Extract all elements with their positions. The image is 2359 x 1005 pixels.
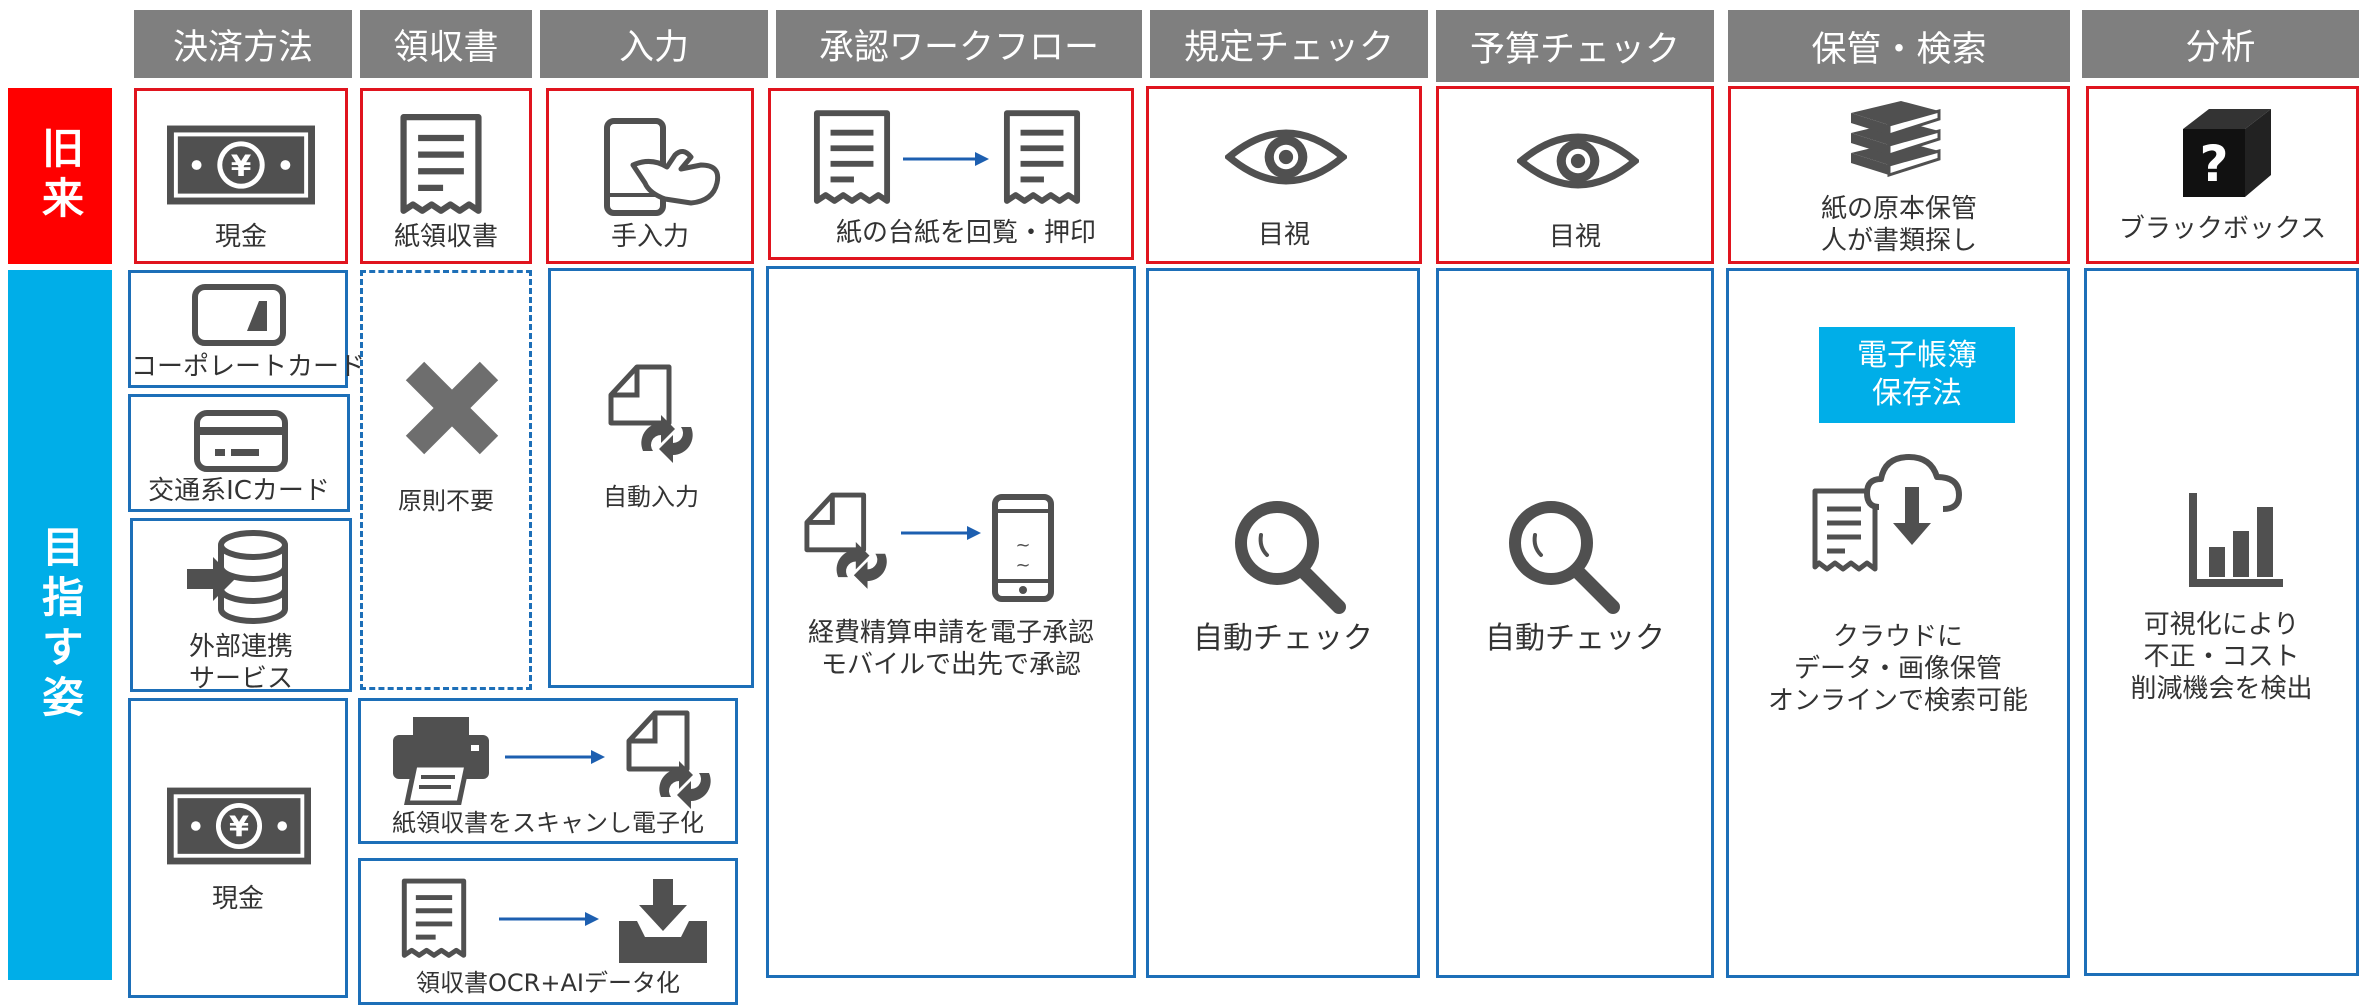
- old-storage-label-1: 紙の原本保管: [1820, 194, 1977, 224]
- receipt-cloud-icon: [1812, 454, 1962, 572]
- target-storage-label-1: クラウドに: [1832, 622, 1963, 652]
- printer-icon: [393, 717, 489, 805]
- old-storage-label-2: 人が書類探し: [1820, 226, 1977, 256]
- bar-chart-icon: [2189, 493, 2283, 587]
- eye-icon: [1225, 121, 1347, 193]
- target-scan-cell: 紙領収書をスキャンし電子化: [358, 698, 738, 844]
- header-payment: 決済方法: [134, 10, 352, 78]
- svg-text:?: ?: [2199, 135, 2228, 193]
- row-label-old: 旧来: [8, 88, 112, 264]
- receipt-icon: [399, 113, 483, 217]
- target-ocr-label: 領収書OCR+AIデータ化: [416, 969, 680, 997]
- cross-icon: [405, 361, 499, 455]
- target-workflow-cell: ~ ~ 経費精算申請を電子承認 モバイルで出先で承認: [766, 266, 1136, 978]
- document-sync-icon: [607, 363, 697, 463]
- receipt-icon: [1003, 109, 1081, 207]
- target-cash-label: 現金: [211, 884, 264, 914]
- header-workflow: 承認ワークフロー: [776, 10, 1142, 78]
- target-ic-card-label: 交通系ICカード: [148, 476, 330, 506]
- header-receipt: 領収書: [360, 10, 532, 78]
- target-cash-cell: 現金: [128, 698, 348, 998]
- svg-text:~: ~: [1015, 555, 1030, 576]
- target-input-cell: 自動入力: [548, 268, 754, 688]
- old-workflow-cell: 紙の台紙を回覧・押印: [768, 88, 1134, 260]
- card-icon: [192, 284, 286, 346]
- row-label-target: 目指す姿: [8, 270, 112, 980]
- target-rule-check-label: 自動チェック: [1193, 621, 1373, 656]
- target-input-label: 自動入力: [603, 483, 699, 511]
- target-ocr-cell: 領収書OCR+AIデータ化: [358, 858, 738, 1005]
- books-icon: [1851, 101, 1941, 177]
- target-corporate-card-cell: コーポレートカード: [128, 270, 366, 388]
- old-receipt-label: 紙領収書: [393, 222, 498, 252]
- target-workflow-label-2: モバイルで出先で承認: [820, 650, 1081, 680]
- arrow-icon: [499, 912, 599, 926]
- header-storage: 保管・検索: [1728, 10, 2070, 82]
- law-badge-line-1: 電子帳簿: [1857, 338, 1977, 373]
- receipt-icon: [401, 877, 467, 961]
- inbox-download-icon: [619, 879, 707, 963]
- cash-icon: [167, 787, 311, 865]
- target-storage-cell: 電子帳簿 保存法 クラウドに データ・画像保管 オンラインで検索可能: [1726, 268, 2070, 978]
- target-budget-check-label: 自動チェック: [1485, 621, 1665, 656]
- old-receipt-cell: 紙領収書: [360, 88, 532, 264]
- target-workflow-label-1: 経費精算申請を電子承認: [807, 618, 1094, 648]
- black-box-icon: ?: [2183, 109, 2271, 197]
- target-analysis-label-1: 可視化により: [2143, 610, 2300, 640]
- old-budget-check-label: 目視: [1548, 222, 1601, 252]
- old-storage-cell: 紙の原本保管 人が書類探し: [1728, 86, 2070, 264]
- tablet-hand-icon: [604, 118, 721, 216]
- arrow-icon: [505, 750, 605, 764]
- target-analysis-label-3: 削減機会を検出: [2130, 674, 2313, 704]
- header-budget-check: 予算チェック: [1436, 10, 1714, 82]
- database-import-icon: [187, 530, 288, 624]
- svg-text:~: ~: [1015, 535, 1030, 556]
- old-analysis-label: ブラックボックス: [2118, 214, 2327, 244]
- old-rule-check-label: 目視: [1257, 220, 1310, 250]
- cash-icon: [167, 125, 315, 205]
- old-rule-check-cell: 目視: [1146, 86, 1422, 264]
- old-workflow-label: 紙の台紙を回覧・押印: [835, 218, 1096, 248]
- arrow-icon: [903, 152, 989, 166]
- old-input-cell: 手入力: [546, 88, 754, 264]
- target-external-label-1: 外部連携: [188, 632, 293, 662]
- header-analysis: 分析: [2082, 10, 2359, 78]
- header-rule-check: 規定チェック: [1150, 10, 1428, 78]
- arrow-icon: [901, 526, 981, 540]
- old-analysis-cell: ? ブラックボックス: [2086, 86, 2359, 264]
- target-storage-label-2: データ・画像保管: [1793, 654, 2002, 684]
- target-receipt-unneeded-label: 原則不要: [398, 487, 494, 515]
- target-external-label-2: サービス: [188, 664, 293, 694]
- old-budget-check-cell: 目視: [1436, 86, 1714, 264]
- header-input: 入力: [540, 10, 768, 78]
- ic-card-icon: [194, 410, 288, 472]
- law-badge: 電子帳簿 保存法: [1819, 327, 2015, 423]
- target-analysis-cell: 可視化により 不正・コスト 削減機会を検出: [2084, 268, 2359, 976]
- target-external-cell: 外部連携 サービス: [130, 518, 352, 694]
- magnifier-icon: [1503, 495, 1623, 615]
- target-budget-check-cell: 自動チェック: [1436, 268, 1714, 978]
- old-payment-cell: 現金: [134, 88, 348, 264]
- document-sync-icon: [625, 709, 715, 809]
- target-rule-check-cell: 自動チェック: [1146, 268, 1420, 978]
- target-corporate-card-label: コーポレートカード: [131, 352, 366, 382]
- target-receipt-unneeded-cell: 原則不要: [360, 270, 532, 690]
- old-payment-label: 現金: [214, 222, 267, 252]
- old-input-label: 手入力: [610, 222, 689, 252]
- target-analysis-label-2: 不正・コスト: [2143, 642, 2300, 672]
- eye-icon: [1517, 125, 1639, 197]
- magnifier-icon: [1229, 495, 1349, 615]
- law-badge-line-2: 保存法: [1872, 376, 1962, 411]
- receipt-icon: [813, 109, 891, 207]
- target-scan-label: 紙領収書をスキャンし電子化: [392, 809, 704, 837]
- target-storage-label-3: オンラインで検索可能: [1767, 686, 2028, 716]
- document-sync-icon: [803, 491, 891, 589]
- target-ic-card-cell: 交通系ICカード: [128, 394, 350, 512]
- smartphone-icon: ~ ~: [991, 493, 1055, 603]
